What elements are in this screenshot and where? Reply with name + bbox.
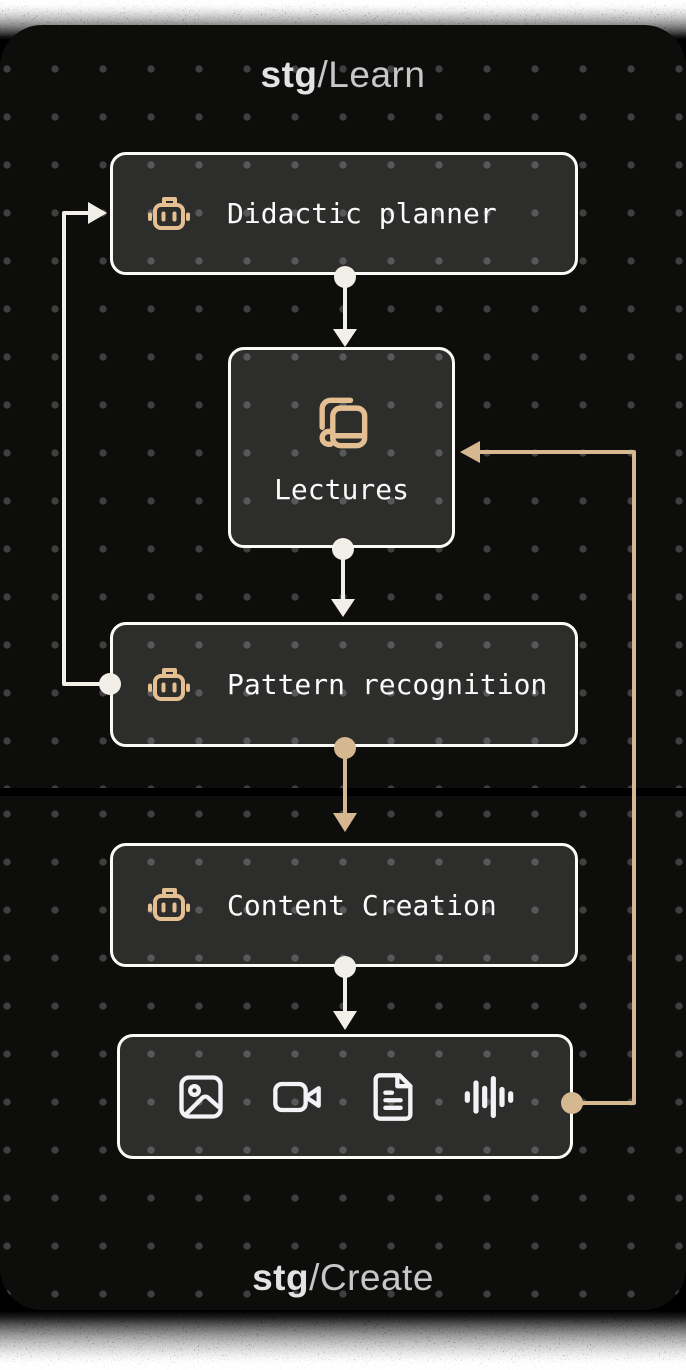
- video-camera-icon: [271, 1071, 323, 1123]
- section-learn-title: stg/Learn: [0, 53, 686, 97]
- title-prefix: stg: [252, 1257, 310, 1298]
- title-rest: /Create: [309, 1257, 434, 1298]
- node-label: Pattern recognition: [227, 668, 548, 701]
- torn-edge-bottom: [0, 1308, 686, 1370]
- node-label: Content Creation: [227, 888, 497, 922]
- node-pattern-recognition[interactable]: Pattern recognition: [110, 622, 578, 747]
- robot-icon: [145, 661, 193, 709]
- node-output-types[interactable]: [117, 1034, 573, 1159]
- title-prefix: stg: [260, 54, 318, 95]
- audio-waveform-icon: [463, 1071, 515, 1123]
- node-lectures[interactable]: Lectures: [228, 347, 455, 548]
- robot-icon: [145, 190, 193, 238]
- node-didactic-planner[interactable]: Didactic planner: [110, 152, 578, 275]
- books-icon: [308, 389, 376, 457]
- image-icon: [175, 1071, 227, 1123]
- section-create-title: stg/Create: [0, 1256, 686, 1300]
- file-text-icon: [367, 1071, 419, 1123]
- node-label: Didactic planner: [227, 197, 497, 230]
- node-content-creation[interactable]: Content Creation: [110, 843, 578, 967]
- node-label: Lectures: [274, 473, 409, 506]
- title-rest: /Learn: [317, 54, 426, 95]
- robot-icon: [145, 881, 193, 929]
